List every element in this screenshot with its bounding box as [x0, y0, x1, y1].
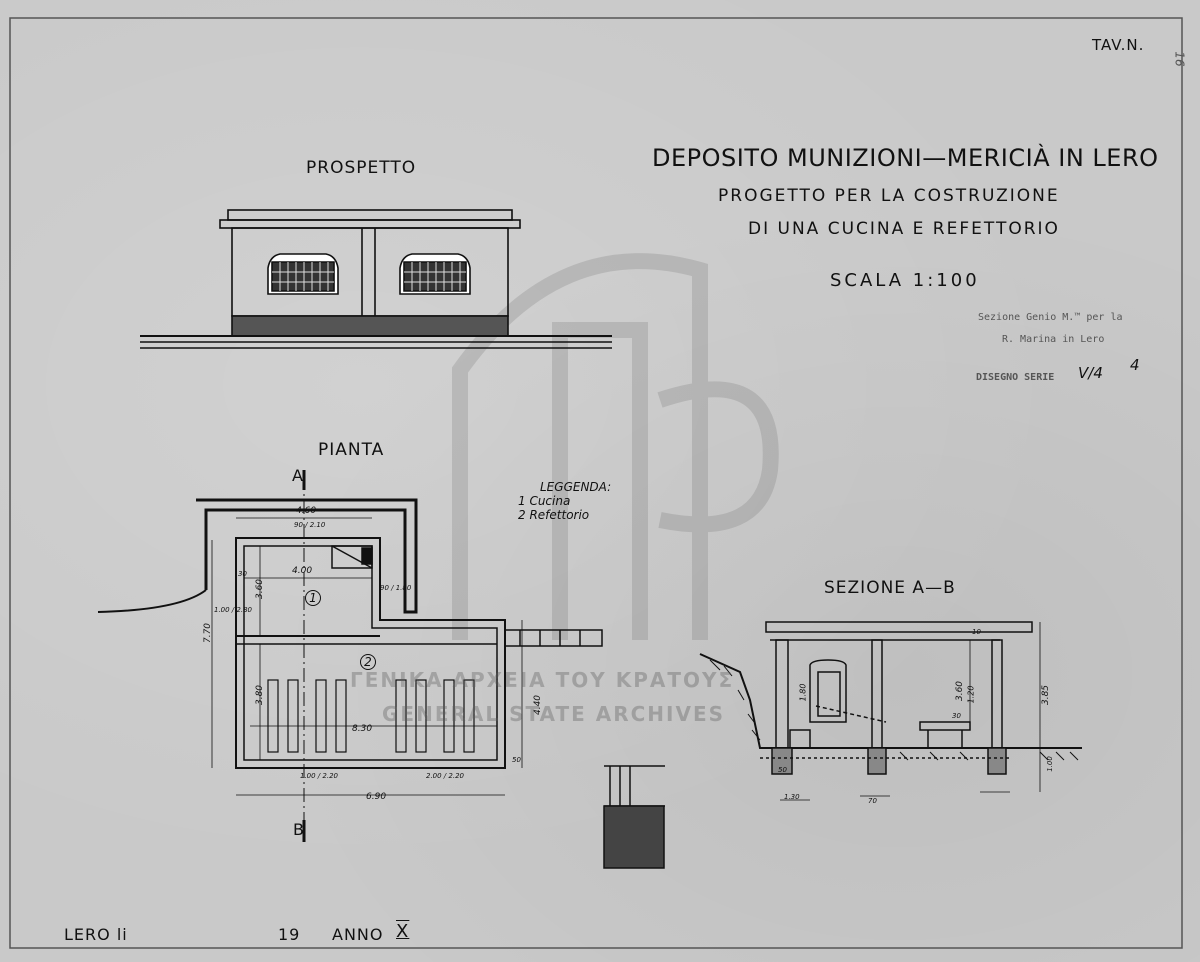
archive-logo-watermark — [452, 253, 779, 640]
dim-room1-depth: 3.60 — [255, 578, 266, 600]
dim-section-top: 10 — [972, 628, 981, 636]
dim-section-bench: 30 — [952, 712, 961, 720]
plinth — [231, 315, 509, 337]
watermark-greek: ΓΕΝΙΚΑ ΑΡΧΕΙΑ ΤΟΥ ΚΡΑΤΟΥΣ — [350, 668, 735, 692]
section-label: SEZIONE A—B — [824, 578, 956, 598]
section-mark-b: B — [293, 820, 305, 839]
corner-mark: 16 — [1172, 51, 1187, 67]
dim-door-a: 90 / 2.10 — [294, 521, 326, 529]
plan-label: PIANTA — [318, 440, 385, 460]
elevation-window-right — [399, 253, 471, 295]
series-label: DISEGNO SERIE — [976, 372, 1055, 383]
office-stamp-line1: Sezione Genio M.™ per la — [978, 312, 1123, 323]
footer-anno-value: X — [396, 921, 410, 942]
drawing-scale: SCALA 1:100 — [830, 270, 980, 291]
dim-room2-depth: 3.80 — [255, 684, 266, 706]
section-roof — [765, 621, 1033, 633]
section-drawing — [699, 621, 1082, 801]
dim-overall-width: 6.90 — [366, 792, 387, 802]
drawing-subtitle-1: PROGETTO PER LA COSTRUZIONE — [718, 186, 1060, 206]
elevation-label: PROSPETTO — [306, 158, 417, 178]
dim-section-window: 1.80 — [798, 683, 808, 702]
drawing-subtitle-2: DI UNA CUCINA E REFETTORIO — [748, 219, 1060, 239]
dim-section-footing: 70 — [868, 797, 877, 805]
footer-anno-label: ANNO — [332, 925, 384, 944]
roof-slab — [219, 219, 521, 229]
plan-drawing — [97, 470, 665, 869]
dim-window-b: 1.00 / 2.20 — [300, 772, 338, 780]
dim-room2-width: 8.30 — [352, 724, 373, 734]
watermark-english: GENERAL STATE ARCHIVES — [382, 702, 726, 726]
dim-total-depth: 7.70 — [203, 622, 214, 644]
dim-step: 50 — [512, 756, 521, 764]
sheet-count: 4 — [1130, 356, 1140, 374]
dim-section-height: 3.85 — [1041, 684, 1052, 706]
sheet-border — [9, 17, 1183, 949]
dim-upper-width: 4.60 — [296, 506, 317, 516]
series-value: V/4 — [1078, 364, 1103, 382]
footer-place: LERO li — [64, 925, 128, 944]
elevation-drawing — [140, 209, 612, 349]
office-stamp-line2: R. Marina in Lero — [1002, 334, 1105, 345]
sheet-number: TAV.N. — [1092, 36, 1145, 54]
elevation-window-left — [267, 253, 339, 295]
dim-window-c: 2.00 / 2.20 — [426, 772, 464, 780]
roof-cornice — [227, 209, 513, 221]
dim-section-ground: 1.00 — [1045, 756, 1054, 772]
dim-section-foundation: 50 — [778, 766, 787, 774]
dim-room1-width: 4.00 — [292, 566, 313, 576]
section-mark-a: A — [292, 466, 304, 485]
dim-section-base: 1.30 — [784, 793, 800, 801]
dim-wall: 30 — [238, 570, 247, 578]
legend-item-2: 2 Refettorio — [518, 508, 590, 522]
dim-section-sill: 1.20 — [966, 685, 976, 704]
footer-year: 19 — [278, 925, 301, 944]
dim-door-b: 90 / 1.80 — [380, 584, 412, 592]
legend-title: LEGGENDA: — [540, 480, 612, 494]
room-number-1: 1 — [305, 590, 321, 606]
dim-section-room: 3.60 — [955, 680, 966, 702]
refectory-tables — [267, 679, 475, 753]
legend-item-1: 1 Cucina — [518, 494, 571, 508]
dim-window-a: 1.00 / 2.80 — [214, 606, 252, 614]
room-number-2: 2 — [360, 654, 376, 670]
drawing-title: DEPOSITO MUNIZIONI—MERICIÀ IN LERO — [652, 144, 1159, 172]
